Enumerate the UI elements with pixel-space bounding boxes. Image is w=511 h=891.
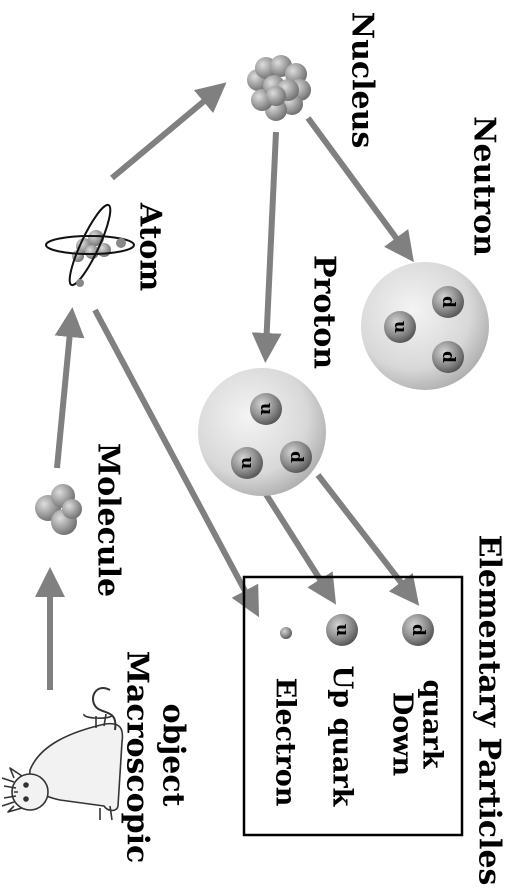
up-quark-particle: u <box>326 614 358 646</box>
quark-letter: u <box>332 624 352 636</box>
arrow-proton-to-up-quark <box>259 486 337 605</box>
atom-icon <box>45 203 135 287</box>
up-quark-label: Up quark <box>327 666 358 808</box>
proton-up-quark-2: u <box>231 447 263 479</box>
cat-icon <box>1 687 124 821</box>
molecule-label: Molecule <box>91 443 126 597</box>
object-label: object <box>156 703 191 806</box>
neutron-label: Neutron <box>467 116 502 256</box>
proton-icon: u u d <box>198 368 326 496</box>
quark-letter: d <box>408 624 428 636</box>
neutron-down-quark-2: d <box>432 341 464 373</box>
down-label: Down <box>387 692 418 777</box>
arrow-molecule-to-atom <box>54 307 85 469</box>
quark-letter: u <box>237 457 257 469</box>
quark-label: quark <box>417 680 448 770</box>
neutron-up-quark: u <box>384 311 416 343</box>
proton-label: Proton <box>307 255 342 369</box>
arrow-atom-to-nucleus <box>110 82 227 181</box>
proton-down-quark: d <box>280 441 312 473</box>
neutron-icon: d u d <box>361 262 489 390</box>
quark-letter: u <box>256 403 276 415</box>
nucleus-icon <box>247 55 311 121</box>
arrow-nucleus-to-neutron <box>305 116 414 263</box>
molecule-icon <box>35 484 82 535</box>
quark-letter: u <box>390 321 410 333</box>
quark-letter: d <box>286 451 306 463</box>
neutron-down-quark-1: d <box>432 286 464 318</box>
macroscopic-label: Macroscopic <box>120 651 155 864</box>
down-quark-particle: d <box>402 614 434 646</box>
quark-letter: d <box>438 296 458 308</box>
elementary-particles-box: u d Electron Up quark Down quark <box>242 575 464 837</box>
arrows <box>35 82 420 690</box>
arrow-atom-to-electron <box>92 308 260 618</box>
elementary-particles-title: Elementary Particles <box>472 535 507 886</box>
atom-label: Atom <box>133 202 168 292</box>
proton-up-quark-1: u <box>250 393 282 425</box>
electron-dot <box>280 627 292 639</box>
arrow-nucleus-to-proton <box>251 131 282 363</box>
arrow-proton-to-down-quark <box>315 473 420 606</box>
electron-label: Electron <box>270 678 301 807</box>
quark-letter: d <box>438 351 458 363</box>
nucleus-label: Nucleus <box>345 12 380 149</box>
